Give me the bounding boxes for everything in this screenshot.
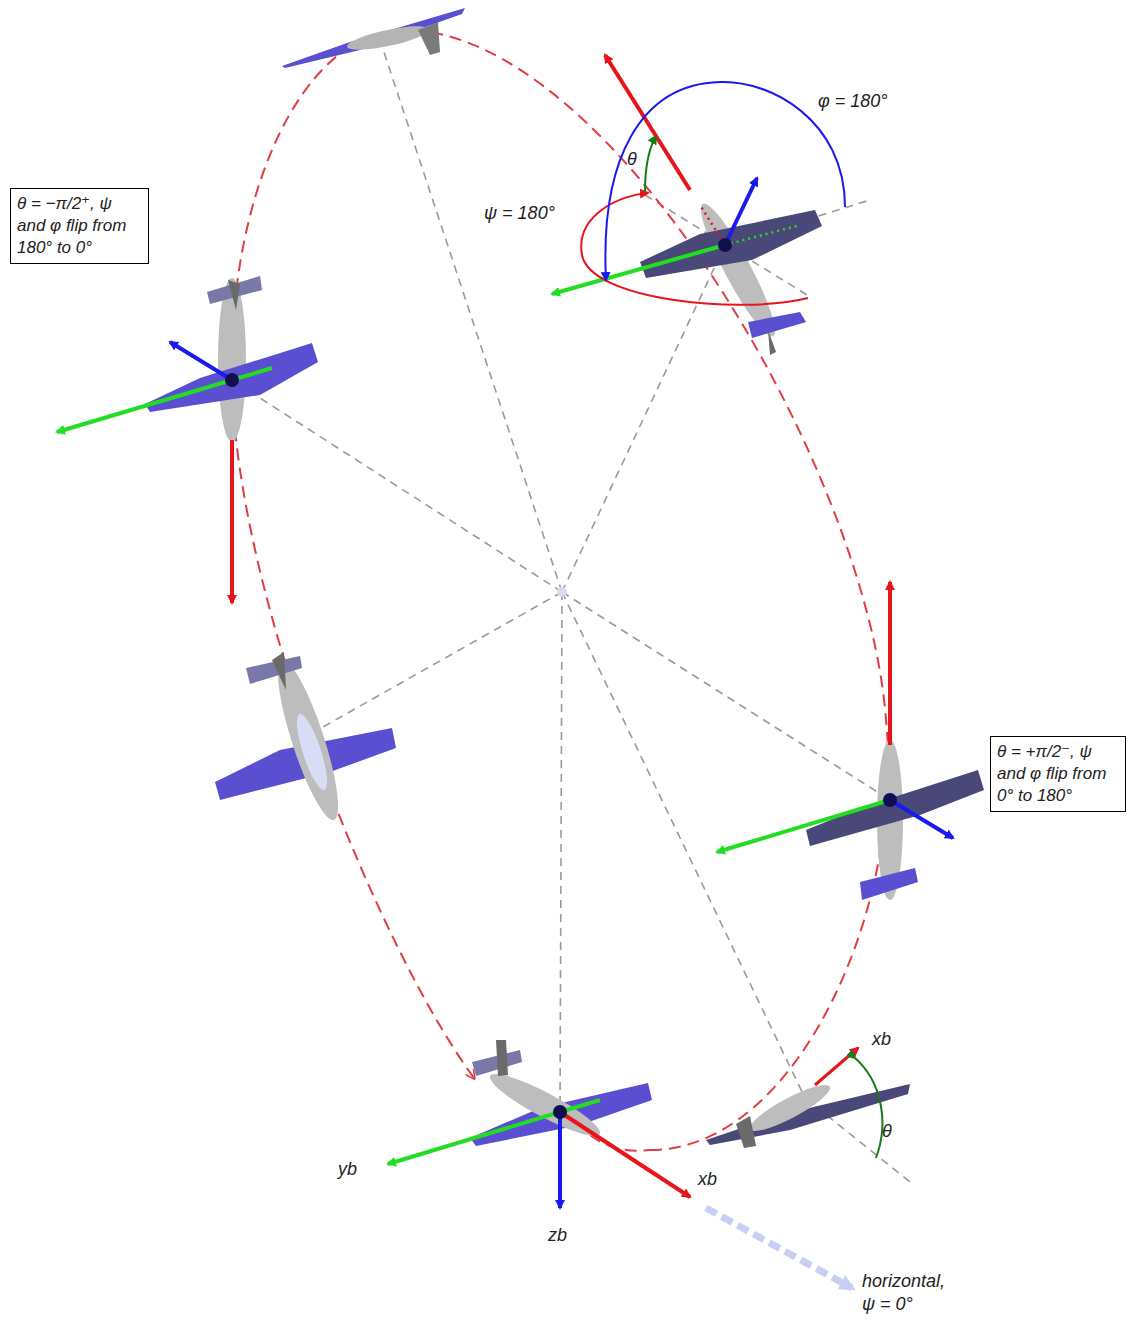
angle-label: ψ = 180° [484, 202, 555, 225]
axis-label: xb [698, 1168, 717, 1191]
note-box: θ = −π/2⁺, ψ and φ flip from 180° to 0° [10, 188, 149, 264]
axis-label: zb [548, 1224, 567, 1247]
note-text: θ = −π/2⁺, ψ and φ flip from 180° to 0° [17, 193, 142, 259]
angle-label: θ [882, 1120, 892, 1143]
axis-label: xb [872, 1028, 891, 1051]
axis-label: yb [338, 1158, 357, 1181]
angle-label: φ = 180° [818, 90, 888, 113]
angle-label: θ [627, 148, 637, 171]
note-box: θ = +π/2⁻, ψ and φ flip from 0° to 180° [990, 736, 1126, 812]
direction-label: horizontal, ψ = 0° [862, 1270, 958, 1315]
note-text: θ = +π/2⁻, ψ and φ flip from 0° to 180° [997, 741, 1119, 807]
